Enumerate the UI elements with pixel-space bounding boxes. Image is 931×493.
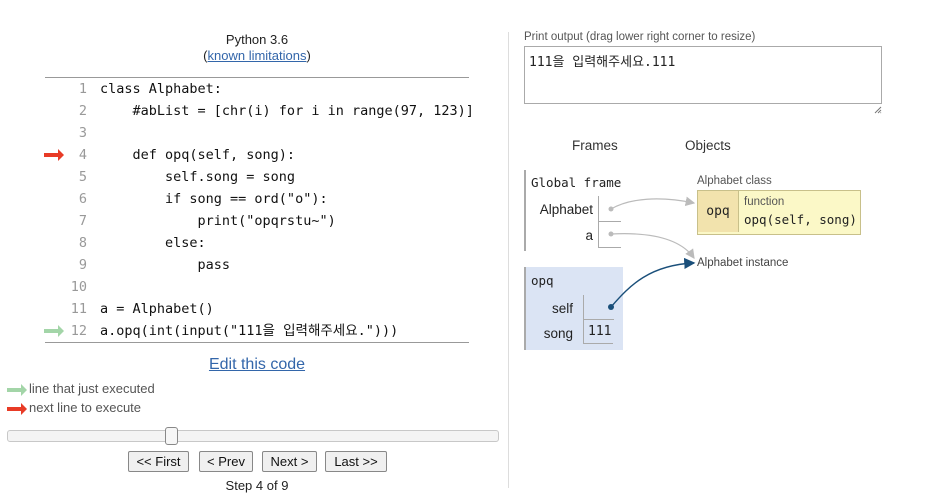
panel-divider <box>508 32 509 488</box>
line-number: 8 <box>78 235 87 251</box>
code-text: pass <box>100 257 231 273</box>
line-number: 6 <box>78 191 87 207</box>
frames-header: Frames <box>572 138 618 153</box>
print-output-box[interactable]: 111을 입력해주세요.111 <box>524 46 882 104</box>
slider-handle[interactable] <box>165 427 179 445</box>
function-signature: opq(self, song) <box>744 212 857 227</box>
line-number: 3 <box>78 125 87 141</box>
code-text: if song == ord("o"): <box>100 191 328 207</box>
edit-code-area: Edit this code <box>0 356 514 374</box>
prev-button[interactable]: < Prev <box>199 451 253 472</box>
var-song-value: 111 <box>583 320 613 344</box>
code-text: a.opq(int(input("111을 입력해주세요."))) <box>100 323 399 339</box>
legend-just-executed-text: line that just executed <box>29 381 155 396</box>
line-number: 2 <box>78 103 87 119</box>
code-text: #abList = [chr(i) for i in range(97, 123… <box>100 103 474 119</box>
code-line: 6 if song == ord("o"): <box>45 188 469 210</box>
var-alphabet-cell <box>598 196 621 222</box>
var-alphabet-name: Alphabet <box>539 202 593 217</box>
class-object-label: Alphabet class <box>697 175 772 187</box>
code-line: 1 class Alphabet: <box>45 78 469 100</box>
code-text: print("opqrstu~") <box>100 213 336 229</box>
code-text: def opq(self, song): <box>100 147 296 163</box>
print-output-header: Print output (drag lower right corner to… <box>524 31 756 43</box>
code-text: a = Alphabet() <box>100 301 214 317</box>
code-line: 5 self.song = song <box>45 166 469 188</box>
objects-header: Objects <box>685 138 731 153</box>
line-number: 4 <box>78 147 87 163</box>
var-self-cell <box>583 295 614 320</box>
code-line: 10 <box>45 276 469 298</box>
code-line: 11 a = Alphabet() <box>45 298 469 320</box>
executed-line-arrow-icon <box>44 325 64 337</box>
code-line: 7 print("opqrstu~") <box>45 210 469 232</box>
var-a-name: a <box>585 228 593 243</box>
var-a-cell <box>598 222 621 248</box>
line-number: 10 <box>70 279 87 295</box>
line-number: 11 <box>70 301 87 317</box>
var-self-name: self <box>551 301 573 316</box>
green-arrow-icon <box>7 384 27 396</box>
instance-object-label: Alphabet instance <box>697 257 789 269</box>
first-button[interactable]: << First <box>128 451 189 472</box>
opq-frame <box>524 267 623 350</box>
next-button[interactable]: Next > <box>262 451 317 472</box>
opq-frame-title: opq <box>531 273 554 288</box>
var-song-name: song <box>543 326 573 341</box>
line-number: 5 <box>78 169 87 185</box>
limits-close-paren: ) <box>306 48 311 63</box>
red-arrow-icon <box>7 403 27 415</box>
limits-open-paren: ( <box>203 48 208 63</box>
global-frame-title: Global frame <box>531 175 622 190</box>
line-number: 9 <box>78 257 87 273</box>
code-display: 1 class Alphabet: 2 #abList = [chr(i) for … <box>44 77 474 343</box>
last-button[interactable]: Last >> <box>325 451 387 472</box>
code-line: 3 <box>45 122 469 144</box>
code-line: 8 else: <box>45 232 469 254</box>
code-line: 12 a.opq(int(input("111을 입력해주세요."))) <box>44 320 469 342</box>
code-text: else: <box>100 235 206 251</box>
legend-next-line-text: next line to execute <box>29 400 142 415</box>
line-number: 1 <box>78 81 87 97</box>
global-frame <box>524 170 622 251</box>
code-line: 2 #abList = [chr(i) for i in range(97, 1… <box>45 100 474 122</box>
a-pointer-arrow <box>610 233 695 259</box>
code-line: 9 pass <box>45 254 469 276</box>
alphabet-pointer-arrow <box>610 196 696 210</box>
edit-code-link[interactable]: Edit this code <box>208 356 306 373</box>
class-attr-opq: opq <box>698 191 739 232</box>
resize-grip-icon[interactable] <box>874 106 882 114</box>
limitations-line: (known limitations) <box>0 48 514 63</box>
step-counter: Step 4 of 9 <box>225 478 289 493</box>
code-text: self.song = song <box>100 169 296 185</box>
code-text: class Alphabet: <box>100 81 222 97</box>
language-label: Python 3.6 <box>225 32 289 47</box>
step-slider[interactable] <box>7 430 499 442</box>
function-kind-label: function <box>744 196 785 208</box>
code-line: 4 def opq(self, song): <box>44 144 469 166</box>
line-number: 12 <box>70 323 87 339</box>
line-number: 7 <box>78 213 87 229</box>
next-line-arrow-icon <box>44 149 64 161</box>
self-pointer-arrow <box>610 257 696 308</box>
known-limitations-link[interactable]: known limitations <box>207 48 307 63</box>
